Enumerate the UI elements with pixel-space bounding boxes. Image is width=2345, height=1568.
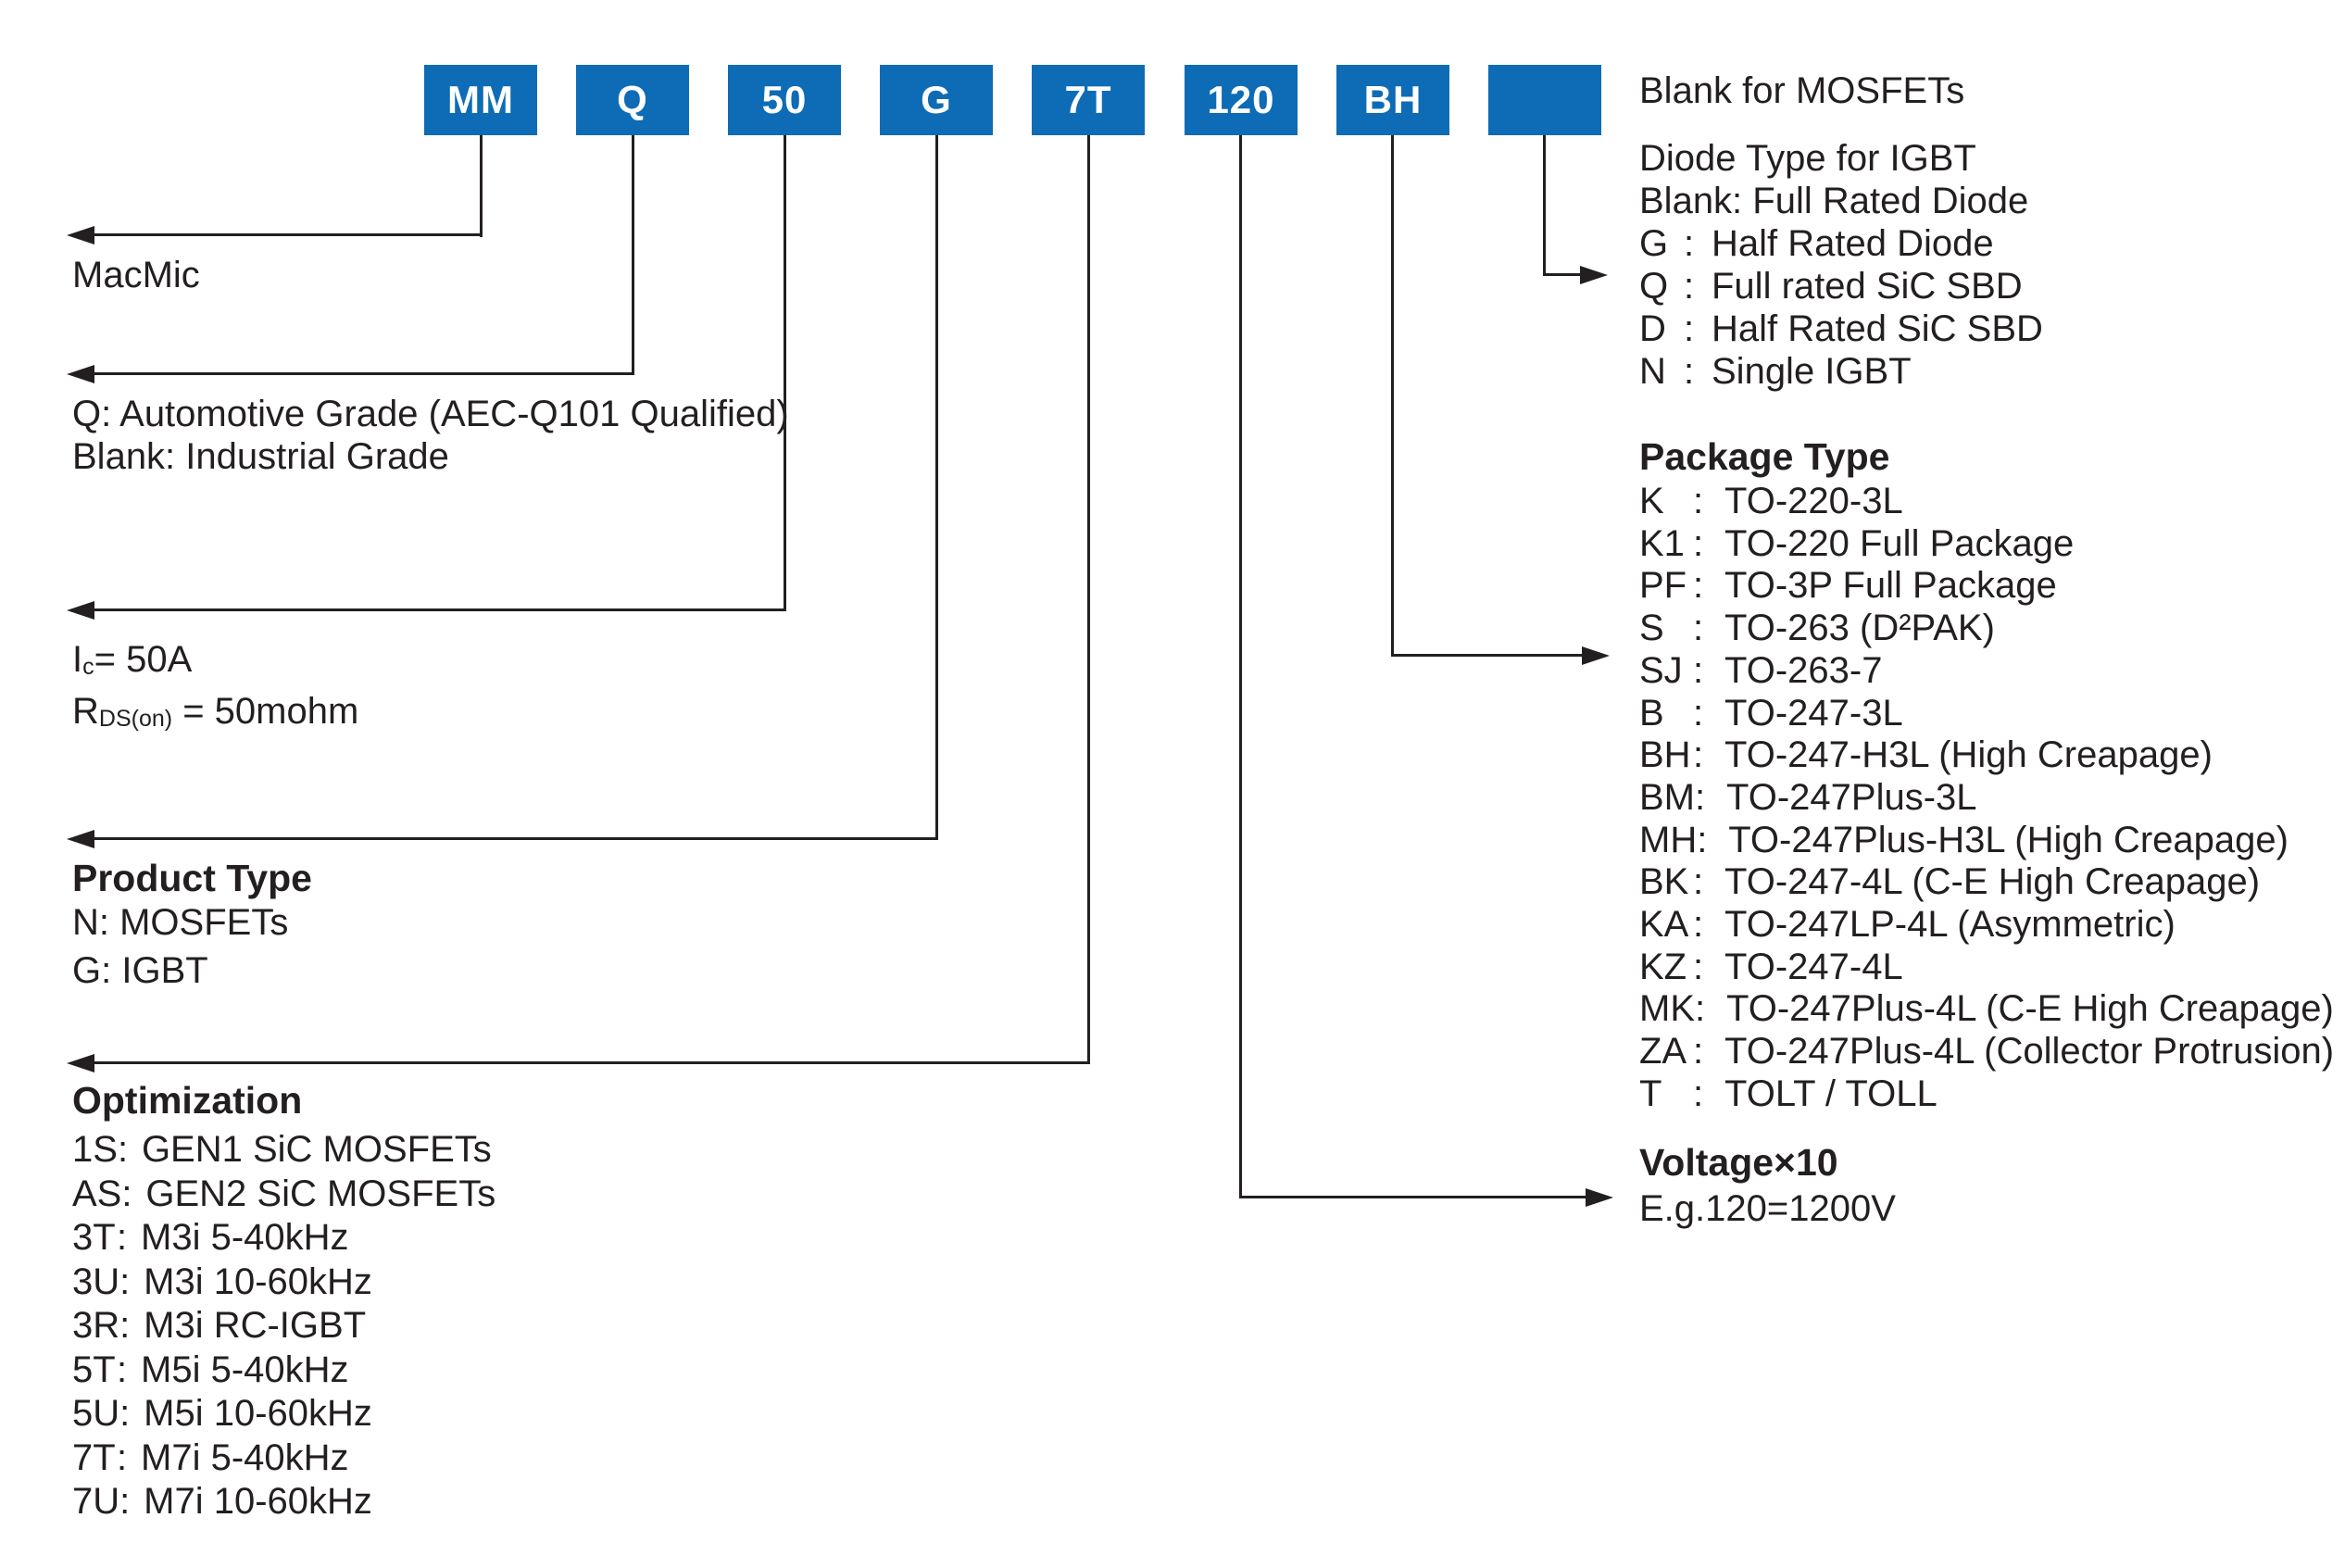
grade-line-1: Q: Automotive Grade (AEC-Q101 Qualified) — [72, 394, 789, 434]
list-item: BH:TO-247-H3L (High Creapage) — [1639, 734, 2213, 776]
voltage-title: Voltage×10 — [1639, 1141, 1838, 1184]
connector-line — [784, 135, 786, 611]
list-item: KZ:TO-247-4L — [1639, 946, 1903, 987]
optimization-title: Optimization — [72, 1079, 303, 1122]
list-item: B:TO-247-3L — [1639, 692, 1903, 734]
brand-label: MacMic — [72, 255, 200, 295]
segment-box-product-type: G — [880, 65, 993, 135]
list-item: PF:TO-3P Full Package — [1639, 565, 2057, 607]
arrow-left-icon — [67, 830, 94, 848]
grade-line-2: Blank: Industrial Grade — [72, 436, 449, 477]
connector-line — [1543, 273, 1582, 276]
diode-type-title: Diode Type for IGBT — [1639, 138, 1976, 179]
voltage-example: E.g.120=1200V — [1639, 1188, 1896, 1229]
list-item: MH:TO-247Plus-H3L (High Creapage) — [1639, 819, 2289, 860]
list-item: 7U:M7i 10-60kHz — [72, 1481, 372, 1522]
segment-box-optimization: 7T — [1032, 65, 1145, 135]
list-item: SJ:TO-263-7 — [1639, 649, 1883, 691]
list-item: K:TO-220-3L — [1639, 481, 1903, 521]
list-item: 7T:M7i 5-40kHz — [72, 1436, 349, 1478]
collector-current-label: Ic= 50A — [72, 639, 193, 680]
segment-box-grade: Q — [576, 65, 689, 135]
connector-line — [1391, 654, 1584, 657]
arrow-left-icon — [67, 226, 94, 245]
list-item: ZA:TO-247Plus-4L (Collector Protrusion) — [1639, 1031, 2335, 1073]
connector-line — [91, 233, 482, 236]
list-item: BK:TO-247-4L (C-E High Creapage) — [1639, 861, 2261, 903]
connector-line — [1239, 1196, 1587, 1198]
list-item: G:Half Rated Diode — [1639, 223, 1994, 264]
list-item: 3R:M3i RC-IGBT — [72, 1305, 367, 1346]
package-type-list: K:TO-220-3L K1:TO-220 Full Package PF:TO… — [1639, 481, 2334, 1116]
list-item: BM:TO-247Plus-3L — [1639, 776, 1977, 818]
connector-line — [1543, 135, 1546, 276]
diode-type-subtitle: Blank: Full Rated Diode — [1639, 181, 2029, 221]
arrow-right-icon — [1586, 1188, 1613, 1207]
segment-box-voltage: 120 — [1185, 65, 1298, 135]
segment-box-package: BH — [1336, 65, 1449, 135]
arrow-left-icon — [67, 601, 94, 620]
arrow-right-icon — [1580, 266, 1608, 284]
product-type-list: N: MOSFETs G: IGBT — [72, 898, 288, 995]
list-item: D:Half Rated SiC SBD — [1639, 308, 2043, 349]
connector-line — [1391, 135, 1394, 657]
connector-line — [91, 1061, 1089, 1064]
list-item: N:Single IGBT — [1639, 351, 1912, 392]
connector-line — [91, 837, 937, 840]
list-item: Q:Full rated SiC SBD — [1639, 266, 2023, 307]
list-item: MK:TO-247Plus-4L (C-E High Creapage) — [1639, 988, 2334, 1030]
package-type-title: Package Type — [1639, 435, 1890, 478]
optimization-list: 1S:GEN1 SiC MOSFETs AS:GEN2 SiC MOSFETs … — [72, 1128, 495, 1524]
list-item: KA:TO-247LP-4L (Asymmetric) — [1639, 904, 2176, 946]
arrow-right-icon — [1582, 646, 1610, 665]
connector-line — [935, 135, 938, 840]
connector-line — [91, 608, 785, 611]
arrow-left-icon — [67, 365, 94, 383]
list-item: G: IGBT — [72, 950, 208, 991]
rds-on-label: RDS(on) = 50mohm — [72, 691, 359, 732]
product-type-title: Product Type — [72, 857, 312, 899]
segment-box-diode-type — [1488, 65, 1601, 135]
connector-line — [1239, 135, 1242, 1198]
diode-type-section: Diode Type for IGBT Blank: Full Rated Di… — [1639, 137, 2043, 393]
list-item: 5T:M5i 5-40kHz — [72, 1348, 349, 1390]
list-item: K1:TO-220 Full Package — [1639, 522, 2075, 564]
list-item: 3U:M3i 10-60kHz — [72, 1261, 372, 1302]
list-item: 1S:GEN1 SiC MOSFETs — [72, 1129, 492, 1170]
list-item: 3T:M3i 5-40kHz — [72, 1217, 349, 1258]
segment-box-brand: MM — [424, 65, 537, 135]
list-item: S:TO-263 (D²PAK) — [1639, 608, 1995, 649]
segment-box-current: 50 — [728, 65, 841, 135]
connector-line — [632, 135, 634, 375]
list-item: N: MOSFETs — [72, 902, 289, 943]
connector-line — [480, 135, 483, 237]
blank-for-mosfets-note: Blank for MOSFETs — [1639, 70, 1965, 111]
list-item: AS:GEN2 SiC MOSFETs — [72, 1173, 496, 1214]
list-item: T:TOLT / TOLL — [1639, 1073, 1937, 1114]
list-item: 5U:M5i 10-60kHz — [72, 1393, 372, 1434]
connector-line — [1087, 135, 1090, 1064]
arrow-left-icon — [67, 1054, 94, 1073]
connector-line — [91, 372, 633, 375]
